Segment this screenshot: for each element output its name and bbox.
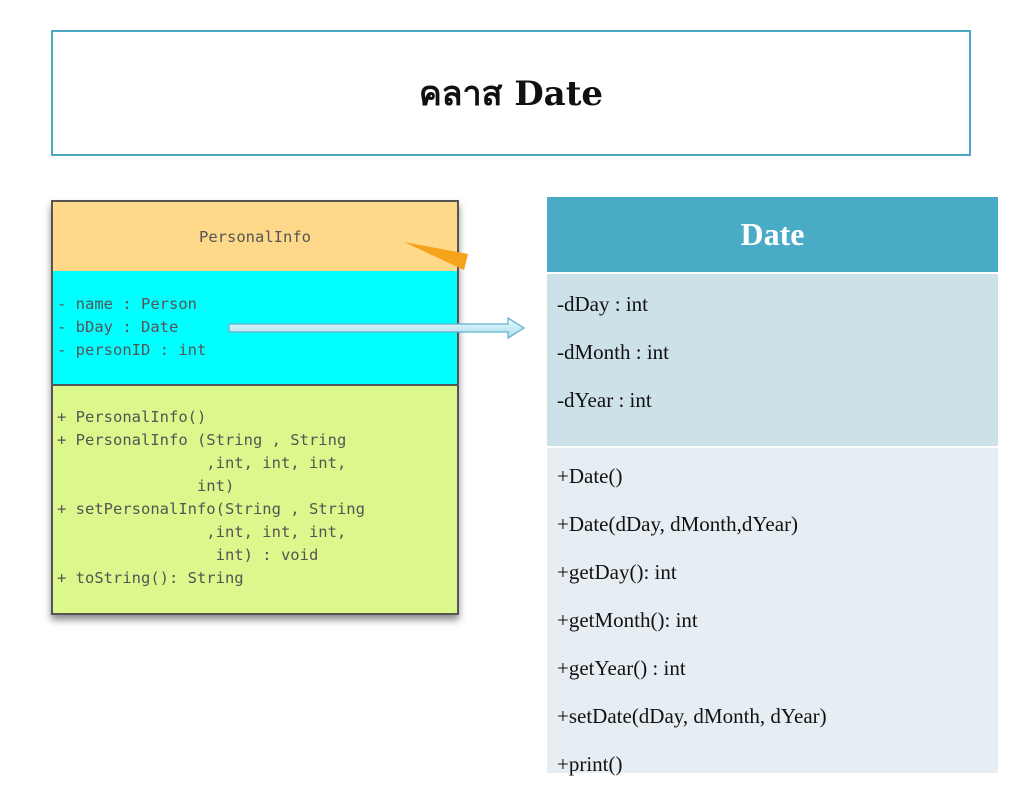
- personalinfo-operation: int): [57, 477, 235, 495]
- date-attribute: -dDay : int: [557, 292, 648, 316]
- date-attributes: -dDay : int -dMonth : int -dYear : int: [547, 272, 998, 446]
- date-class-header: Date: [547, 197, 998, 272]
- date-operation: +getYear() : int: [557, 656, 686, 680]
- corner-wedge-icon: [404, 242, 468, 270]
- personalinfo-operation: + toString(): String: [57, 569, 244, 587]
- personalinfo-header: PersonalInfo: [53, 202, 457, 273]
- personalinfo-operation: ,int, int, int,: [57, 523, 347, 541]
- date-operation: +getDay(): int: [557, 560, 677, 584]
- personalinfo-attribute: - bDay : Date: [57, 318, 179, 336]
- title-box: คลาส Date: [51, 30, 971, 156]
- personalinfo-operation: ,int, int, int,: [57, 454, 347, 472]
- date-operations: +Date() +Date(dDay, dMonth,dYear) +getDa…: [547, 446, 998, 776]
- personalinfo-operation: int) : void: [57, 546, 319, 564]
- date-operation: +print(): [557, 752, 623, 776]
- date-operation: +Date(dDay, dMonth,dYear): [557, 512, 799, 536]
- arrow-right-icon: [228, 316, 526, 340]
- date-class-name: Date: [740, 216, 805, 252]
- personalinfo-class-name: PersonalInfo: [199, 227, 311, 246]
- date-operation: +Date(): [557, 464, 623, 488]
- date-operation: +getMonth(): int: [557, 608, 698, 632]
- personalinfo-attribute: - personID : int: [57, 341, 207, 359]
- slide-title: คลาส Date: [418, 74, 604, 114]
- date-attribute: -dYear : int: [557, 388, 652, 412]
- personalinfo-operation: + setPersonalInfo(String , String: [57, 500, 365, 518]
- personalinfo-attribute: - name : Person: [57, 295, 197, 313]
- date-operation: +setDate(dDay, dMonth, dYear): [557, 704, 827, 728]
- personalinfo-operation: + PersonalInfo (String , String: [57, 431, 347, 449]
- personalinfo-operation: + PersonalInfo(): [57, 408, 207, 426]
- personalinfo-class-box: PersonalInfo - name : Person - bDay : Da…: [51, 200, 459, 615]
- date-class-table: Date -dDay : int -dMonth : int -dYear : …: [547, 197, 998, 776]
- personalinfo-operations: + PersonalInfo() + PersonalInfo (String …: [53, 386, 457, 613]
- date-attribute: -dMonth : int: [557, 340, 670, 364]
